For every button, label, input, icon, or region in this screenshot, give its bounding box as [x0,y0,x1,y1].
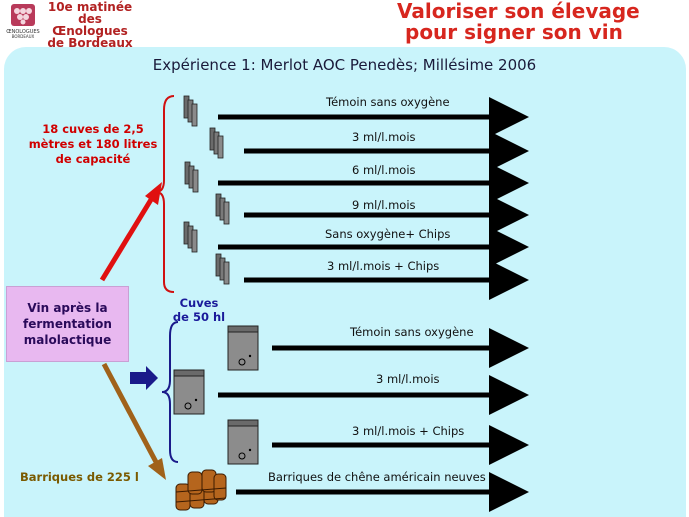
treatment-small-2: 3 ml/l.mois [352,130,416,144]
small-tank-icons [183,95,230,285]
start-box-label: Vin après la fermentation malolactique [23,301,112,347]
treatment-small-5: Sans oxygène+ Chips [325,227,451,241]
treatment-small-6: 3 ml/l.mois + Chips [327,259,440,273]
treatment-small-4: 9 ml/l.mois [352,198,416,212]
start-box: Vin après la fermentation malolactique [6,286,129,362]
barriques-label: Barriques de 225 l [20,470,139,484]
svg-text:ŒNOLOGUES: ŒNOLOGUES [6,29,39,35]
event-title: 10e matinée des Œnologues de Bordeaux [44,1,136,49]
headline-line-2: pour signer son vin [405,20,623,44]
small-tanks-note: 18 cuves de 2,5 mètres et 180 litres de … [28,122,158,166]
blue-arrow [130,366,158,390]
brown-arrow-head [148,458,166,480]
treatment-small-3: 6 ml/l.mois [352,163,416,177]
treatment-barrique: Barriques de chêne américain neuves [268,470,486,484]
barrel-stack-icon [175,469,227,511]
treatment-cuve50-3: 3 ml/l.mois + Chips [352,424,465,438]
experiment-title: Expérience 1: Merlot AOC Penedès; Millés… [152,56,537,74]
event-line-1: 10e matinée [47,0,133,14]
red-arrow [99,196,155,282]
cuve50-tank-icons [173,325,259,465]
event-line-3: de Bordeaux [47,36,133,50]
brown-arrow [101,362,159,464]
event-line-2: des Œnologues [52,12,128,38]
headline-line-1: Valoriser son élevage [397,0,640,23]
treatment-cuve50-2: 3 ml/l.mois [376,372,440,386]
headline: Valoriser son élevage pour signer son vi… [397,1,677,43]
cuves50-bracket [161,321,179,463]
red-arrow-head [145,182,162,205]
cuves50-label: Cuves de 50 hl [172,296,226,324]
oenologues-logo: ŒNOLOGUES BORDEAUX [3,2,43,40]
header: ŒNOLOGUES BORDEAUX 10e matinée des Œnolo… [0,0,689,49]
svg-text:BORDEAUX: BORDEAUX [12,34,35,39]
treatment-small-1: Témoin sans oxygène [326,95,450,109]
treatment-cuve50-1: Témoin sans oxygène [350,325,474,339]
